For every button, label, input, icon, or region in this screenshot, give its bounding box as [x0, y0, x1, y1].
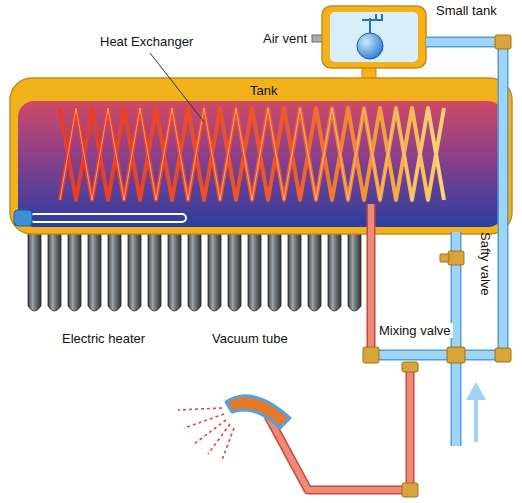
heater-rod	[30, 214, 186, 222]
spray-line	[222, 428, 234, 460]
elbow-fitting	[402, 483, 418, 497]
float-ball	[357, 33, 383, 59]
pipe-outline	[268, 366, 410, 490]
cold-water-pipes	[371, 42, 503, 446]
spray-line	[194, 420, 226, 444]
pipe-fittings	[363, 35, 511, 497]
vacuum-tube	[88, 222, 101, 311]
small-tank-shell	[322, 6, 426, 68]
vacuum-tube	[168, 222, 181, 311]
valve-fitting	[402, 362, 418, 372]
float-valve	[362, 14, 382, 20]
part-label: Vacuum tube	[212, 331, 288, 346]
heat-exchanger-coil	[60, 108, 444, 200]
vacuum-tube	[68, 222, 81, 311]
tank-shell	[10, 78, 512, 234]
spray-line	[208, 424, 230, 454]
mixing-valve	[363, 347, 379, 363]
safety-valve-outlet	[440, 254, 449, 262]
tank-water	[18, 101, 504, 227]
vacuum-tube	[128, 222, 141, 311]
heater-cap	[14, 210, 32, 226]
coil-highlight	[60, 108, 444, 200]
coil-line	[60, 108, 444, 200]
vacuum-tube	[308, 222, 321, 311]
small-tank	[312, 6, 426, 68]
tank	[10, 78, 512, 234]
part-label: Small tank	[436, 3, 497, 18]
part-label: Tank	[250, 83, 277, 98]
vacuum-tube	[108, 222, 121, 311]
part-label: Mixing valve	[377, 323, 453, 338]
vacuum-tube	[268, 222, 281, 311]
spray-line	[184, 414, 224, 428]
vacuum-tube	[348, 222, 361, 311]
part-label: Heat Exchanger	[100, 34, 193, 49]
leader-line	[150, 53, 204, 122]
pipe-outline	[367, 204, 376, 350]
coil-line	[60, 108, 444, 200]
shower-head	[178, 396, 290, 460]
elbow-fitting	[495, 348, 511, 362]
vacuum-tube	[228, 222, 241, 311]
water-spray	[178, 408, 234, 460]
hot-water-pipes	[268, 204, 410, 490]
vacuum-tube	[48, 222, 61, 311]
part-label: Safty valve	[478, 232, 493, 296]
spray-line	[178, 408, 222, 410]
arrow-head	[466, 382, 486, 400]
arrow-shaft	[474, 398, 478, 442]
cold-pipe	[371, 42, 503, 355]
vacuum-tube	[248, 222, 261, 311]
part-label: Air vent	[263, 31, 307, 46]
elbow-fitting	[495, 35, 511, 49]
part-label: Electric heater	[62, 331, 145, 346]
vacuum-tube	[148, 222, 161, 311]
vacuum-tube	[28, 222, 41, 311]
pipe-outline	[371, 42, 503, 355]
vacuum-tubes	[28, 222, 361, 311]
vacuum-tube	[208, 222, 221, 311]
inflow-arrow	[466, 382, 486, 442]
tee-fitting	[447, 347, 465, 363]
vacuum-tube	[328, 222, 341, 311]
hot-pipe	[368, 204, 374, 350]
vacuum-tube	[188, 222, 201, 311]
hot-pipe	[268, 366, 410, 490]
vacuum-tube	[288, 222, 301, 311]
shower-head-body	[226, 396, 290, 428]
small-tank-water	[330, 12, 418, 62]
electric-heater	[14, 210, 186, 226]
safety-valve	[448, 251, 464, 265]
